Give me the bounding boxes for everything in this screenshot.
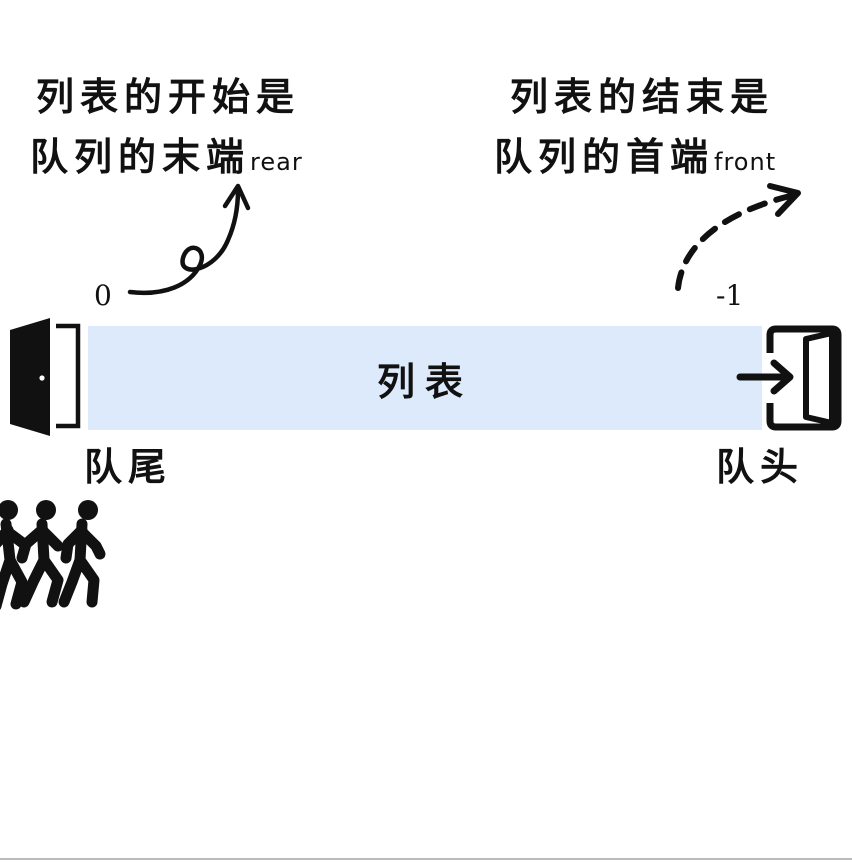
bottom-divider [0, 858, 852, 860]
left-note-line1: 列表的开始是 [36, 75, 301, 119]
exit-door-icon [736, 325, 842, 431]
running-people-icon [0, 500, 106, 610]
front-label: front [714, 148, 777, 176]
right-note-line1: 列表的结束是 [510, 75, 775, 119]
left-note-text: 队列的末端 [30, 135, 251, 179]
end-index: -1 [716, 279, 744, 312]
left-note-line2: 队列的末端rear [30, 138, 303, 176]
entry-door-icon [10, 318, 81, 436]
right-note-text: 队列的首端 [494, 135, 715, 179]
head-label: 队头 [716, 445, 805, 489]
right-note-line2: 队列的首端front [494, 138, 776, 176]
start-index: 0 [94, 279, 112, 312]
bar-label: 列表 [376, 359, 473, 404]
queue-bar: 列表 [88, 326, 762, 430]
tail-label: 队尾 [84, 445, 173, 489]
rear-label: rear [250, 148, 303, 176]
